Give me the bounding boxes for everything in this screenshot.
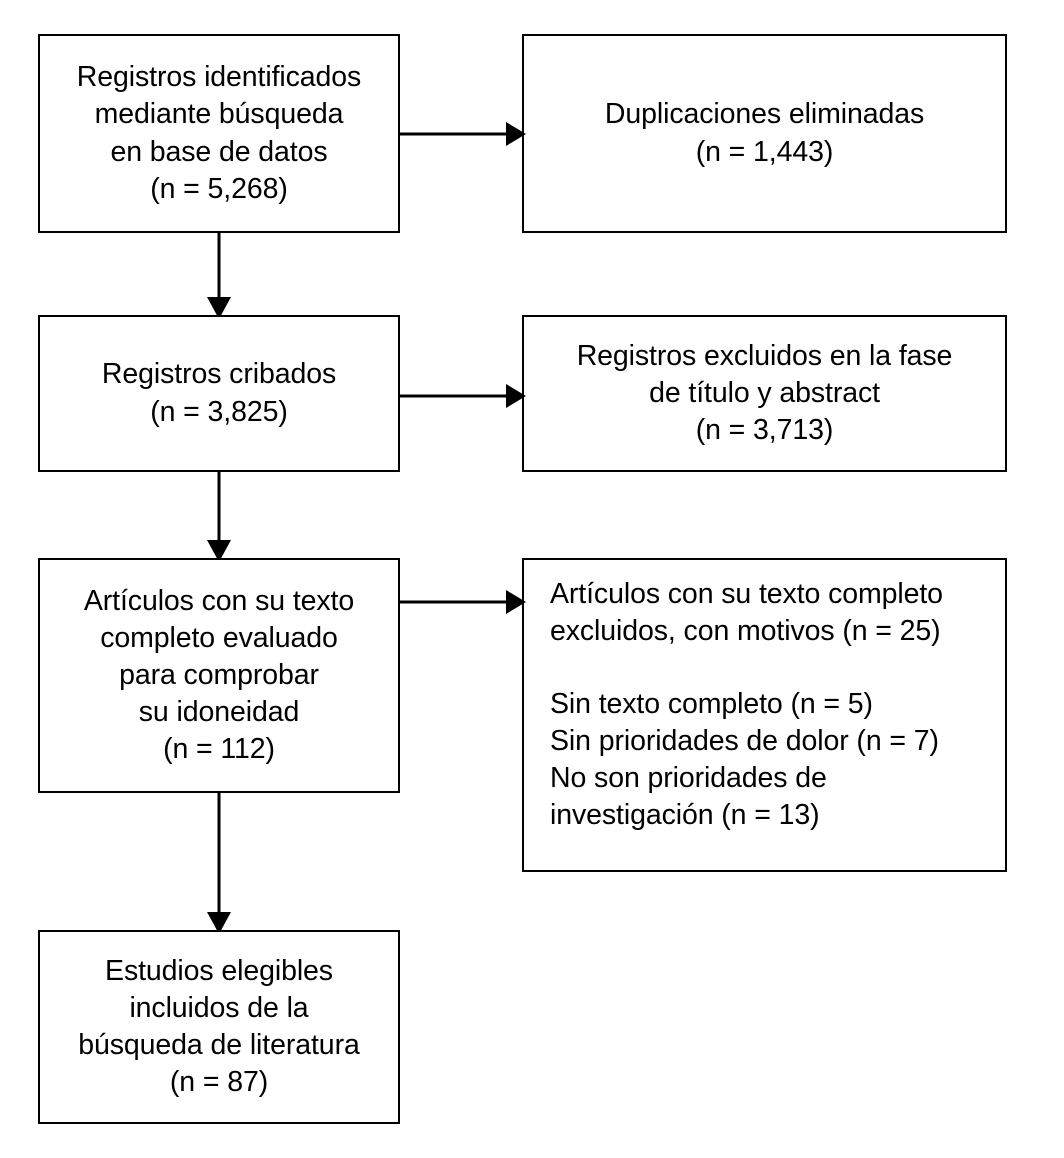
exclusion-reason: Sin texto completo (n = 5): [550, 688, 873, 721]
exclusion-reason: No son prioridades de: [550, 762, 827, 795]
box-count: (n = 3,825): [150, 395, 288, 428]
arrow-identified-to-duplicates: [398, 119, 526, 149]
box-count: (n = 5,268): [150, 172, 288, 205]
box-line: búsqueda de literatura: [78, 1029, 360, 1061]
box-count: (n = 3,713): [695, 414, 834, 447]
box-records-screened: Registros cribados (n = 3,825): [38, 315, 400, 472]
box-line: Artículos con su texto: [83, 584, 355, 617]
box-records-excluded-title-abstract: Registros excluidos en la fase de título…: [522, 315, 1007, 472]
box-fulltext-excluded-with-reasons: Artículos con su texto completo excluido…: [522, 558, 1007, 872]
box-line: mediante búsqueda: [94, 98, 344, 131]
box-count: excluidos, con motivos (n = 25): [550, 615, 941, 648]
box-line: completo evaluado: [100, 621, 338, 654]
box-line: Registros cribados: [101, 358, 337, 391]
box-count: (n = 87): [169, 1066, 269, 1099]
exclusion-reason: Sin prioridades de dolor (n = 7): [550, 725, 939, 758]
arrow-identified-to-screened: [204, 231, 234, 319]
arrow-fulltext-to-included: [204, 791, 234, 934]
box-line: Artículos con su texto completo: [550, 578, 943, 610]
box-line: para comprobar: [119, 658, 319, 691]
box-line: Duplicaciones eliminadas: [604, 98, 925, 131]
box-line: su idoneidad: [138, 696, 300, 729]
box-studies-included: Estudios elegibles incluidos de la búsqu…: [38, 930, 400, 1124]
arrow-screened-to-fulltext: [204, 470, 234, 562]
box-records-identified: Registros identificados mediante búsqued…: [38, 34, 400, 233]
box-line: en base de datos: [110, 135, 328, 168]
box-line: de título y abstract: [649, 376, 880, 409]
box-fulltext-assessed: Artículos con su texto completo evaluado…: [38, 558, 400, 793]
box-duplicates-removed: Duplicaciones eliminadas (n = 1,443): [522, 34, 1007, 233]
arrow-screened-to-excluded-title-abstract: [398, 381, 526, 411]
box-line: Estudios elegibles: [105, 954, 333, 987]
box-excluded-content: Artículos con su texto completo excluido…: [524, 560, 1005, 834]
arrow-fulltext-to-fulltext-excluded: [398, 587, 526, 617]
box-count: (n = 112): [163, 733, 275, 766]
blank-line: [550, 650, 1005, 686]
box-count: (n = 1,443): [695, 135, 834, 168]
box-line: Registros excluidos en la fase: [576, 339, 953, 372]
box-line: incluidos de la: [129, 991, 309, 1024]
box-line: Registros identificados: [76, 61, 362, 94]
exclusion-reason: investigación (n = 13): [550, 799, 820, 832]
